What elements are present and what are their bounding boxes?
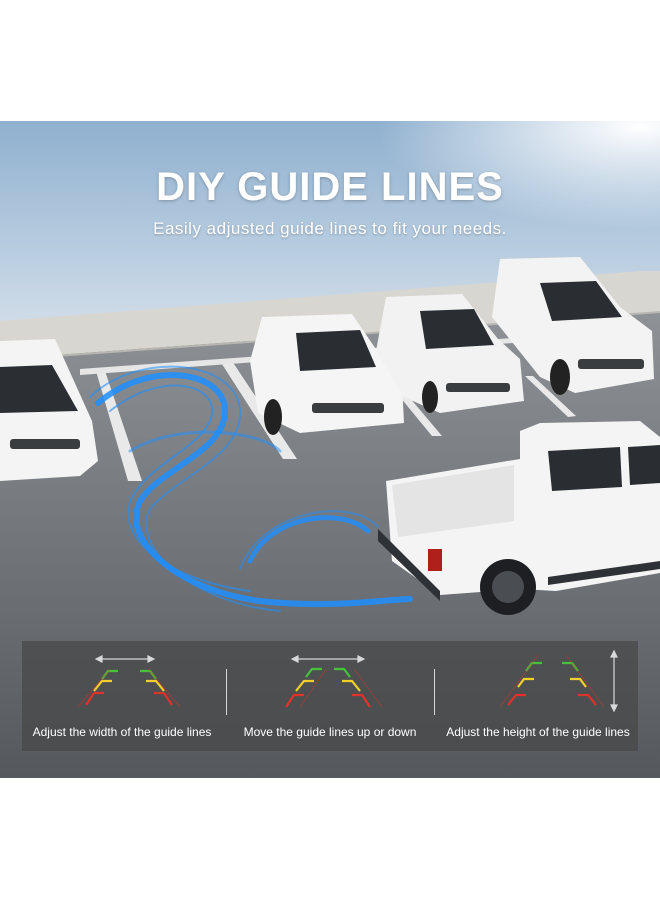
feature-panel: Adjust the width of the guide lines — [22, 641, 638, 751]
feature-move-label: Move the guide lines up or down — [243, 725, 417, 739]
parked-car-hatchback — [376, 294, 524, 413]
parking-lot-scene — [0, 121, 660, 778]
panel-divider — [434, 669, 435, 715]
feature-width-adjust: Adjust the width of the guide lines — [22, 641, 222, 751]
panel-divider — [226, 669, 227, 715]
feature-height-adjust: Adjust the height of the guide lines — [438, 641, 638, 751]
move-updown-icon — [285, 655, 383, 708]
parked-car-left — [0, 339, 98, 481]
pickup-truck — [378, 421, 660, 615]
parked-car-sedan — [250, 314, 404, 435]
hero-banner: DIY GUIDE LINES Easily adjusted guide li… — [0, 121, 660, 778]
parked-car-suv — [492, 257, 654, 395]
feature-height-label: Adjust the height of the guide lines — [446, 725, 630, 739]
height-adjust-icon — [499, 649, 618, 713]
width-adjust-icon — [77, 655, 181, 708]
banner-title: DIY GUIDE LINES — [156, 165, 504, 209]
guide-line-arcs — [89, 365, 413, 612]
banner-subtitle: Easily adjusted guide lines to fit your … — [153, 219, 507, 238]
feature-move-updown: Move the guide lines up or down — [230, 641, 430, 751]
feature-width-label: Adjust the width of the guide lines — [32, 725, 212, 739]
